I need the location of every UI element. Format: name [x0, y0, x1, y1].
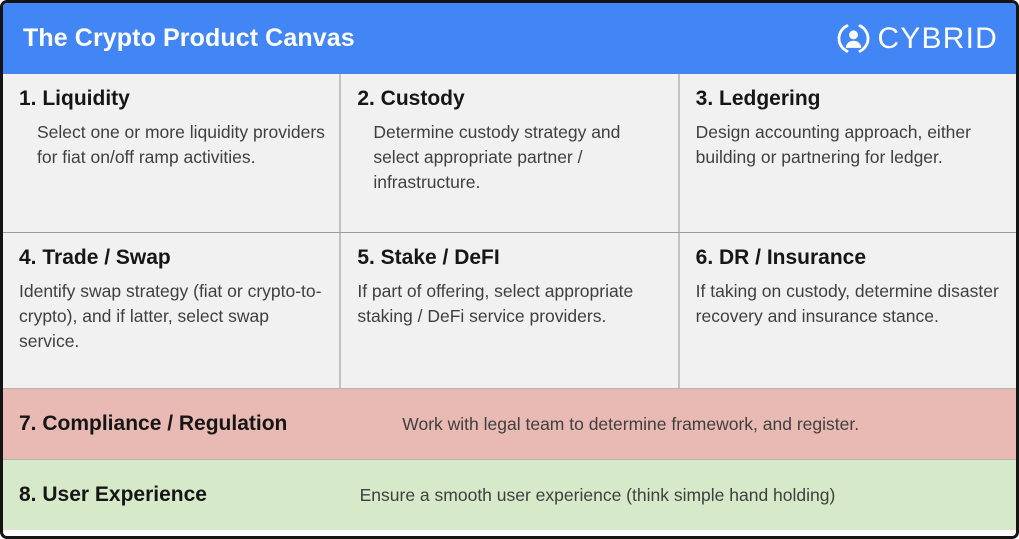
cell-body: Design accounting approach, either build… — [695, 121, 971, 167]
canvas-row-second: 4. Trade / Swap Identify swap strategy (… — [3, 233, 1016, 388]
band-body: Work with legal team to determine framew… — [402, 413, 860, 434]
brand-name: CYBRID — [877, 21, 998, 55]
cell-body: If part of offering, select appropriate … — [357, 280, 634, 326]
cell-title: 4. Trade / Swap — [19, 246, 171, 269]
canvas-band-user-experience[interactable]: 8. User Experience Ensure a smooth user … — [3, 459, 1016, 530]
canvas-cell-custody[interactable]: 2. Custody Determine custody strategy an… — [339, 74, 677, 232]
cell-title: 1. Liquidity — [19, 87, 130, 110]
cybrid-avatar-ring-icon — [837, 22, 870, 55]
cell-body: Determine custody strategy and select ap… — [373, 121, 621, 192]
cybrid-logo: CYBRID — [837, 22, 998, 55]
canvas-cell-ledgering[interactable]: 3. Ledgering Design accounting approach,… — [677, 74, 1016, 232]
canvas-band-compliance[interactable]: 7. Compliance / Regulation Work with leg… — [3, 388, 1016, 459]
canvas-grid: 1. Liquidity Select one or more liquidit… — [3, 74, 1016, 388]
band-title: 7. Compliance / Regulation — [19, 412, 288, 435]
band-body: Ensure a smooth user experience (think s… — [359, 484, 836, 505]
cell-body: If taking on custody, determine disaster… — [695, 280, 999, 326]
canvas-cell-liquidity[interactable]: 1. Liquidity Select one or more liquidit… — [3, 74, 339, 232]
cell-body: Select one or more liquidity providers f… — [37, 121, 325, 167]
band-title: 8. User Experience — [19, 483, 207, 506]
cell-body: Identify swap strategy (fiat or crypto-t… — [19, 280, 322, 351]
cell-title: 5. Stake / DeFI — [357, 246, 500, 269]
canvas-cell-dr-insurance[interactable]: 6. DR / Insurance If taking on custody, … — [677, 233, 1016, 388]
cell-title: 2. Custody — [357, 87, 465, 110]
page-title: The Crypto Product Canvas — [23, 24, 355, 52]
cell-title: 6. DR / Insurance — [695, 246, 867, 269]
canvas-cell-trade-swap[interactable]: 4. Trade / Swap Identify swap strategy (… — [3, 233, 339, 388]
canvas-row-top: 1. Liquidity Select one or more liquidit… — [3, 74, 1016, 233]
canvas-header: The Crypto Product Canvas CYBRID — [3, 3, 1016, 74]
cell-title: 3. Ledgering — [695, 87, 821, 110]
canvas-cell-stake-defi[interactable]: 5. Stake / DeFI If part of offering, sel… — [339, 233, 677, 388]
